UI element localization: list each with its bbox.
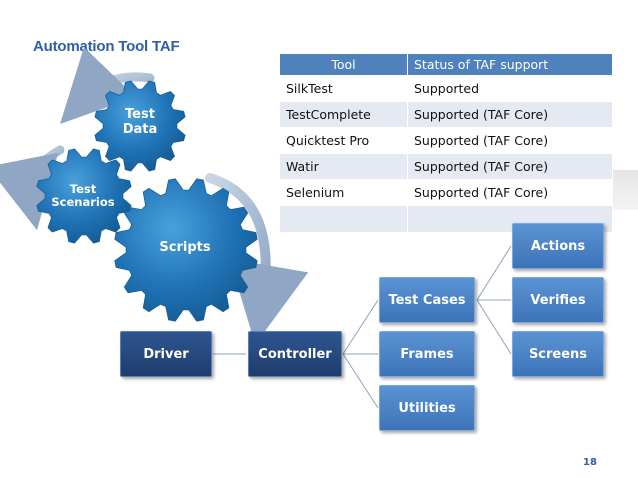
table-cell-status: Supported (TAF Core): [407, 127, 613, 154]
actions-box: Actions: [512, 223, 604, 269]
screens-box: Screens: [512, 331, 604, 377]
table-row: Watir Supported (TAF Core): [280, 153, 613, 180]
gear-label-scripts: Scripts: [159, 240, 211, 255]
gear-scripts-shape: [114, 178, 258, 322]
gear-test-scenarios: [36, 148, 132, 244]
table-header-tool: Tool: [280, 54, 408, 76]
test-cases-box: Test Cases: [379, 277, 475, 323]
table-header-row: Tool Status of TAF support: [280, 54, 613, 76]
utilities-box: Utilities: [379, 385, 475, 431]
page-number: 18: [583, 457, 597, 468]
table-row: Quicktest Pro Supported (TAF Core): [280, 127, 613, 154]
gear-test-data: [94, 80, 186, 172]
table-cell-tool: Quicktest Pro: [280, 127, 408, 154]
table-row: TestComplete Supported (TAF Core): [280, 101, 613, 128]
table-cell-tool: TestComplete: [280, 101, 408, 128]
table-cell-tool: Watir: [280, 153, 408, 180]
table-cell-tool: Selenium: [280, 179, 408, 206]
driver-box: Driver: [120, 331, 212, 377]
controller-box: Controller: [248, 331, 342, 377]
curved-arrow-top: [60, 47, 155, 124]
verifies-box: Verifies: [512, 277, 604, 323]
table-cell-status: Supported: [407, 75, 613, 102]
table-cell-tool: SilkTest: [280, 75, 408, 102]
connector-lines: [213, 245, 512, 409]
taf-support-table: Tool Status of TAF support SilkTest Supp…: [280, 54, 613, 232]
table-cell-status: Supported (TAF Core): [407, 179, 613, 206]
table-cell-status: Supported (TAF Core): [407, 101, 613, 128]
table-cell-status: Supported (TAF Core): [407, 153, 613, 180]
gear-scripts: [114, 178, 258, 322]
table-row: Selenium Supported (TAF Core): [280, 179, 613, 206]
table-cell-tool: [280, 205, 408, 232]
table-row: SilkTest Supported: [280, 75, 613, 102]
gear-data-shape: [94, 80, 186, 172]
curved-arrow-right: [205, 173, 309, 345]
gear-scenarios-shape: [36, 148, 132, 244]
frames-box: Frames: [379, 331, 475, 377]
table-header-status: Status of TAF support: [407, 54, 613, 76]
curved-arrow-left: [0, 145, 65, 231]
table-row-empty: [280, 205, 613, 232]
